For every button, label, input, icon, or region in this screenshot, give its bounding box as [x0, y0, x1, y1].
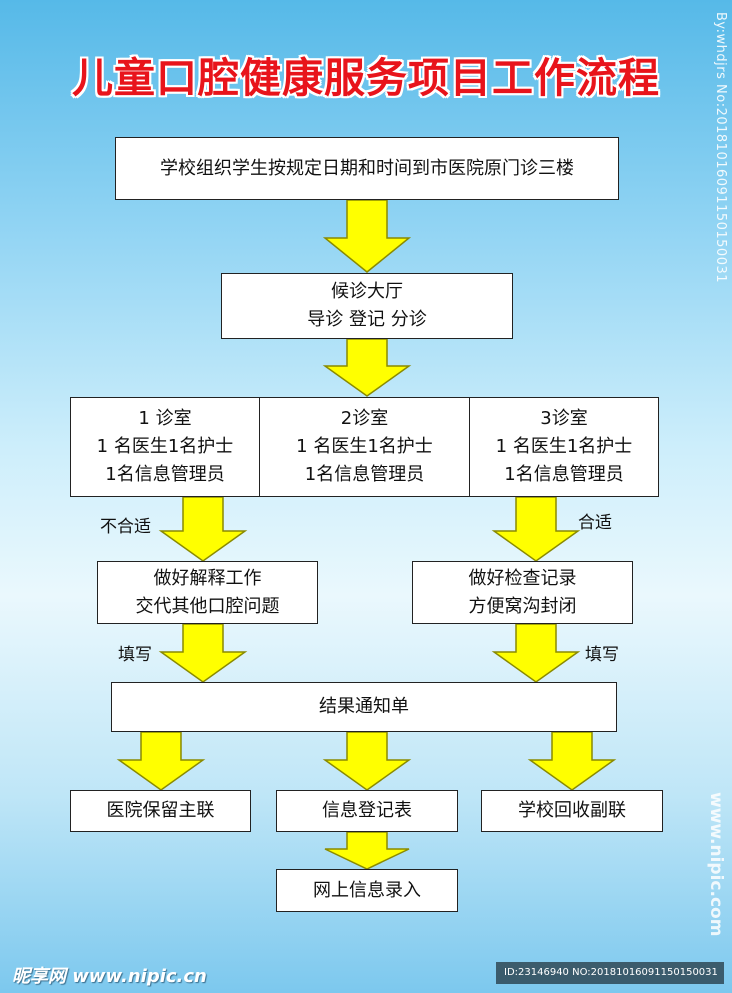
watermark-id: ID:23146940 NO:20181016091150150031 [496, 962, 724, 984]
step-explain: 做好解释工作 交代其他口腔问题 [97, 561, 318, 624]
step-result-notice: 结果通知单 [111, 682, 617, 732]
result-notice-text: 结果通知单 [319, 696, 409, 717]
arrow-to-rooms [322, 338, 412, 397]
step-check-record: 做好检查记录 方便窝沟封闭 [412, 561, 633, 624]
output-register-text: 信息登记表 [322, 800, 412, 821]
check-line1: 做好检查记录 [468, 567, 577, 589]
watermark-logo: 昵享网 www.nipic.cn [12, 966, 207, 987]
step-school-organize: 学校组织学生按规定日期和时间到市医院原门诊三楼 [115, 137, 619, 200]
online-entry-text: 网上信息录入 [313, 879, 421, 901]
page-title: 儿童口腔健康服务项目工作流程 [72, 54, 660, 102]
room-1-title: 1 诊室 [138, 408, 192, 429]
step-waiting-hall: 候诊大厅 导诊 登记 分诊 [221, 273, 513, 339]
arrow-left-to-notice [158, 623, 248, 683]
arrow-to-register [322, 731, 412, 791]
room-3: 3诊室 1 名医生1名护士 1名信息管理员 [469, 397, 659, 497]
room-2-staff: 1 名医生1名护士 [296, 436, 433, 457]
arrow-to-waiting-hall [322, 199, 412, 273]
arrow-to-online [324, 831, 410, 870]
check-line2: 方便窝沟封闭 [468, 595, 577, 617]
arrow-to-check [491, 496, 581, 562]
room-3-staff: 1 名医生1名护士 [495, 436, 633, 457]
explain-line1: 做好解释工作 [153, 567, 262, 589]
arrow-right-to-notice [491, 623, 581, 683]
output-school-text: 学校回收副联 [518, 800, 626, 821]
room-1: 1 诊室 1 名医生1名护士 1名信息管理员 [70, 397, 260, 497]
arrow-to-hospital [116, 731, 206, 791]
explain-line2: 交代其他口腔问题 [135, 595, 280, 617]
watermark-site: www.nipic.com [706, 792, 726, 937]
arrow-to-explain [158, 496, 248, 562]
watermark-author-id: By:whdjrs No:20181016091150150031 [713, 12, 728, 284]
output-school: 学校回收副联 [481, 790, 663, 832]
waiting-hall-actions: 导诊 登记 分诊 [307, 309, 427, 330]
label-suitable: 合适 [578, 513, 612, 533]
room-1-info: 1名信息管理员 [105, 464, 225, 485]
room-1-staff: 1 名医生1名护士 [96, 436, 234, 457]
room-2: 2诊室 1 名医生1名护士 1名信息管理员 [259, 397, 470, 497]
label-unsuitable: 不合适 [100, 517, 151, 537]
output-register: 信息登记表 [276, 790, 458, 832]
room-2-title: 2诊室 [340, 408, 389, 429]
step-school-organize-text: 学校组织学生按规定日期和时间到市医院原门诊三楼 [160, 157, 574, 179]
label-fill-left: 填写 [118, 645, 152, 665]
output-hospital-text: 医院保留主联 [106, 800, 215, 821]
step-online-entry: 网上信息录入 [276, 869, 458, 912]
room-3-title: 3诊室 [540, 408, 588, 429]
arrow-to-school [527, 731, 617, 791]
room-3-info: 1名信息管理员 [504, 464, 624, 485]
output-hospital: 医院保留主联 [70, 790, 251, 832]
waiting-hall-title: 候诊大厅 [331, 281, 403, 302]
label-fill-right: 填写 [585, 645, 619, 665]
room-2-info: 1名信息管理员 [304, 464, 425, 485]
